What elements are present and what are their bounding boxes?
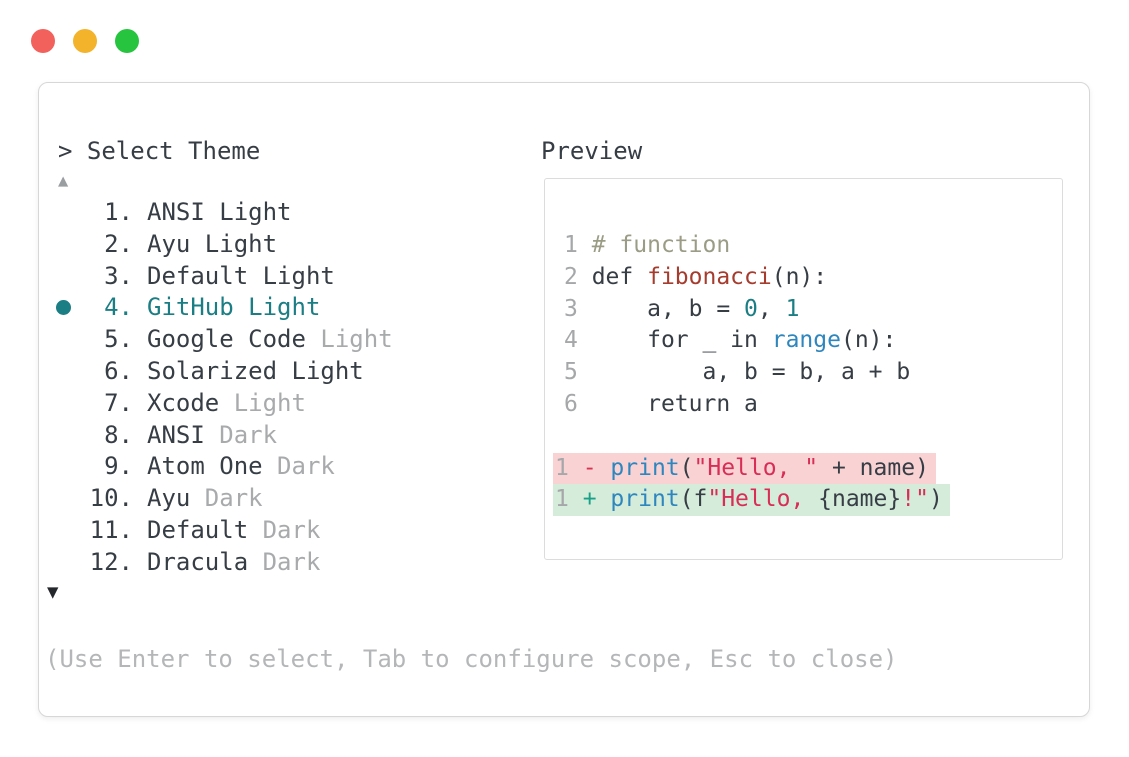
item-label: ANSI [147,420,205,449]
item-label: ANSI Light [147,198,292,226]
code-token: 0 [744,295,758,322]
item-label: Solarized Light [147,356,364,385]
code-token: return a [591,390,758,417]
item-label: Ayu [147,484,191,513]
close-button[interactable] [31,29,55,53]
item-variant-label: Dark [190,484,263,513]
code-line: 4 for _ in range(n): [564,325,950,357]
prompt: > Select Theme [58,137,261,165]
code-token: ) [928,486,943,513]
item-variant-label: Dark [248,515,321,544]
item-label: Dracula [147,547,249,576]
code-token: (f [679,486,708,513]
code-token: (n): [840,327,897,354]
item-number: 6. [104,356,133,385]
line-number: 1 [555,454,583,481]
footer-hint: (Use Enter to select, Tab to configure s… [45,645,898,673]
item-number: 2. [104,229,133,258]
item-variant-label: Light [305,325,393,354]
item-number: 11. [89,515,133,544]
theme-list-item[interactable]: 5. Google Code Light [39,324,539,356]
theme-list-item[interactable]: 7. Xcode Light [39,388,539,420]
item-number: 5. [104,325,133,354]
line-number: 1 [555,486,583,513]
theme-picker-panel: > Select Theme Preview ▲ 1. ANSI Light 2. A… [38,82,1090,717]
item-label: GitHub Light [147,293,321,322]
theme-list-item[interactable]: 11. Default Dark [39,515,539,547]
item-number: 9. [104,452,133,481]
blank-line [564,421,950,453]
theme-list-item[interactable]: 10. Ayu Dark [39,483,539,515]
line-number: 4 [564,327,592,354]
theme-list-item[interactable]: 4. GitHub Light [39,292,539,324]
item-variant-label: Dark [248,547,321,576]
item-number: 1. [104,198,133,226]
scroll-up-icon[interactable]: ▲ [58,171,69,191]
item-label: Xcode [147,388,220,417]
line-number: 3 [564,295,592,322]
code-line: 2 def fibonacci(n): [564,262,950,294]
item-number: 3. [104,261,133,290]
item-number: 7. [104,388,133,417]
window-controls [31,29,139,53]
item-number: 8. [104,420,133,449]
code-token: a, b = [591,295,745,322]
code-token: def [591,263,648,290]
code-line: 5 a, b = b, a + b [564,357,950,389]
item-label: Google Code [147,325,306,354]
item-number: 10. [89,484,133,513]
code-token: fibonacci [647,263,772,290]
code-line: 3 a, b = 0, 1 [564,294,950,326]
item-label: Default Light [147,261,335,290]
diff-marker: - [582,454,611,481]
code-token: print [610,486,680,513]
item-label: Atom One [147,452,263,481]
preview-label: Preview [541,137,643,165]
code-token: ( [679,454,694,481]
code-token: "Hello, [707,486,819,513]
item-label: Default [147,515,249,544]
item-variant-label: Light [219,388,306,417]
item-variant-label: Dark [204,420,278,449]
theme-list-item[interactable]: 8. ANSI Dark [39,420,539,452]
code-token: + name) [818,454,929,481]
code-token: !" [901,486,929,513]
zoom-button[interactable] [115,29,139,53]
diff-added-line: 1 + print(f"Hello, {name}!") [553,484,950,517]
diff-removed-line: 1 - print("Hello, " + name) [553,452,936,485]
item-number: 4. [104,293,133,322]
theme-list-item[interactable]: 1. ANSI Light [39,197,539,229]
code-token: 1 [785,295,800,322]
theme-list-item[interactable]: 3. Default Light [39,261,539,293]
line-number: 5 [564,359,592,386]
code-token: for _ in [591,327,772,354]
code-line: 1 # function [564,230,950,262]
item-variant-label: Dark [262,452,335,481]
code-token: a, b = b, a + b [591,359,911,386]
selected-bullet-icon [56,300,71,316]
scroll-down-icon[interactable]: ▼ [47,581,59,603]
theme-list-item[interactable]: 9. Atom One Dark [39,451,539,483]
line-number: 6 [564,390,592,417]
code-token: # function [591,232,731,258]
item-number: 12. [89,547,133,576]
theme-list-item[interactable]: 12. Dracula Dark [39,547,539,579]
code-token: , [757,295,786,322]
code-token: print [610,454,680,481]
theme-list-item[interactable]: 6. Solarized Light [39,356,539,388]
item-label: Ayu Light [147,229,278,258]
minimize-button[interactable] [73,29,97,53]
code-token: "Hello, " [693,454,819,481]
code-token: {name} [818,486,902,513]
code-token: (n): [771,263,828,290]
diff-marker: + [582,486,611,513]
line-number: 1 [564,232,592,258]
theme-list-item[interactable]: 2. Ayu Light [39,229,539,261]
code-line: 6 return a [564,389,950,421]
code-token: range [771,327,841,354]
line-number: 2 [564,263,592,290]
